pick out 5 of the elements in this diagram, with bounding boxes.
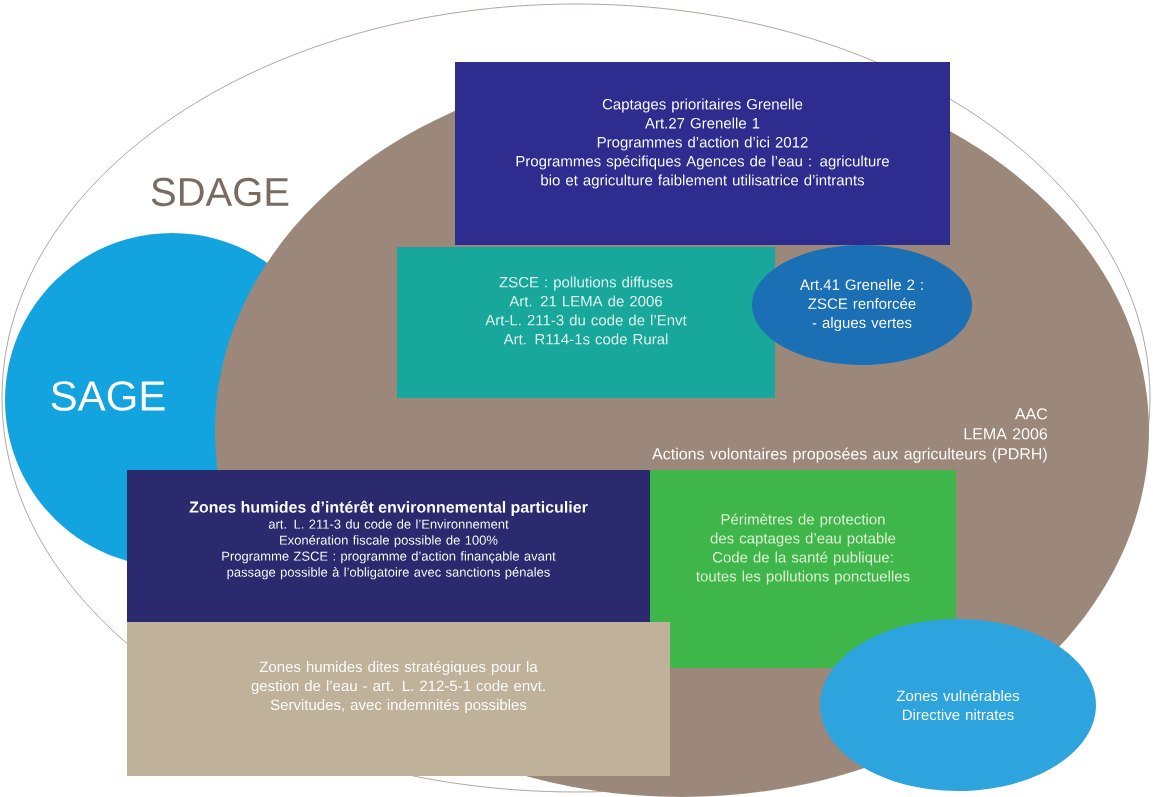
info-box: Zones humides d’intérêt environnemental particulier art. L. 211-3 du code de l’Environnement Exonération fiscale possible de 100% Programme ZSCE : programme d’action finançable avant passage possible à l’obligatoire avec sanctions pénales <box>127 470 650 622</box>
info-box: Captages prioritaires Grenelle Art.27 Grenelle 1 Programmes d’action d’ici 2012 Programmes spécifiques Agences de l’eau : agriculture bio et agriculture faiblement utilisatrice d’intrants <box>455 62 950 245</box>
info-box: ZSCE : pollutions diffuses Art. 21 LEMA de 2006 Art-L. 211-3 du code de l’Envt Art. R114-1s code Rural <box>397 247 775 398</box>
info-box: Zones humides dites stratégiques pour la gestion de l’eau - art. L. 212-5-1 code envt. Servitudes, avec indemnités possibles <box>127 622 670 776</box>
info-box: Périmètres de protection des captages d’eau potable Code de la santé publique: toutes les pollutions ponctuelles <box>650 470 956 668</box>
